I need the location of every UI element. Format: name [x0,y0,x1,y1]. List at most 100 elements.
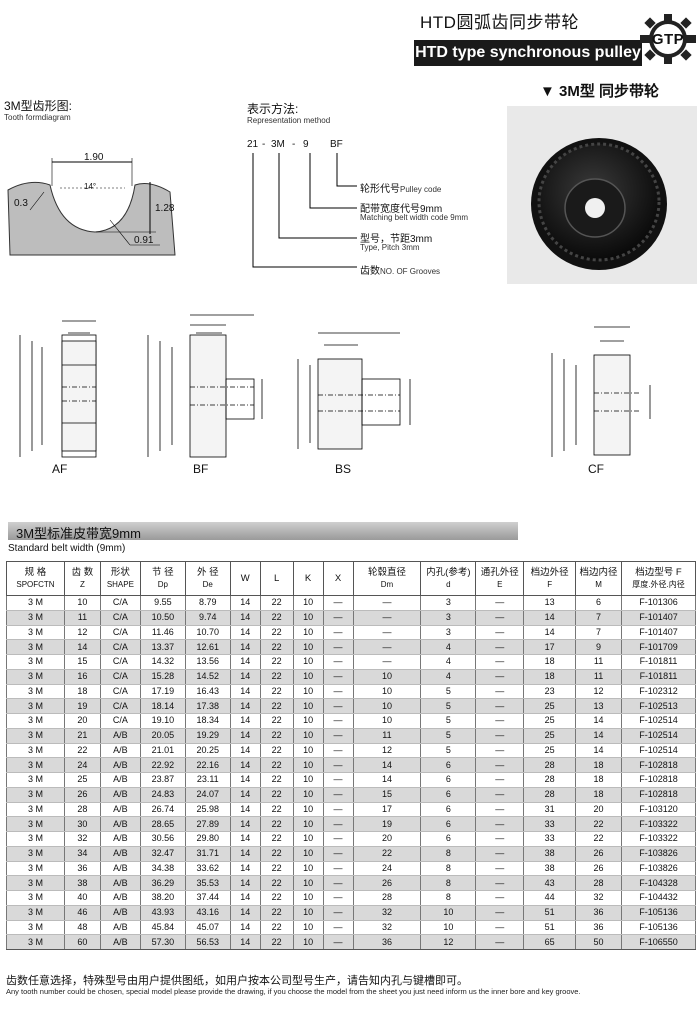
table-cell: 10 [292,816,324,832]
table-cell: A/B [99,743,141,759]
table-cell: 8 [420,875,477,891]
table-cell: 43.93 [139,905,186,921]
table-cell: F-103322 [620,816,697,832]
table-cell: 14.52 [184,669,231,685]
table-cell: 26 [63,787,101,803]
table-cell: 3 M [6,890,65,906]
table-cell: 15 [63,654,101,670]
table-cell: 22 [259,595,294,611]
table-cell: 24.07 [184,787,231,803]
table-cell: 3 M [6,816,65,832]
table-cell: 12 [420,934,477,950]
table-cell: — [352,595,422,611]
table-cell: A/B [99,934,141,950]
table-cell: 3 M [6,625,65,641]
table-cell: 15.28 [139,669,186,685]
table-cell: — [322,905,354,921]
table-cell: — [475,639,525,655]
table-cell: 10 [292,802,324,818]
tooth-title-cn: 3M型齿形图: [4,99,73,113]
table-cell: 3 M [6,743,65,759]
table-cell: 14 [229,772,261,788]
table-cell: — [475,610,525,626]
table-cell: 33 [523,816,577,832]
table-cell: 32.47 [139,846,186,862]
table-cell: 10 [292,595,324,611]
table-cell: C/A [99,654,141,670]
table-cell: 8.79 [184,595,231,611]
table-cell: — [322,639,354,655]
table-cell: — [475,743,525,759]
table-cell: 10 [292,757,324,773]
table-cell: 20.25 [184,743,231,759]
column-header: L [259,561,294,596]
table-cell: 22 [259,920,294,936]
table-cell: 10 [292,713,324,729]
table-cell: 10 [63,595,101,611]
page-title-cn: HTD圆弧齿同步带轮 [420,13,579,32]
table-cell: — [322,743,354,759]
table-cell: 13.56 [184,654,231,670]
table-cell: — [475,669,525,685]
table-title-bar: 3M型标准皮带宽9mm [8,522,518,541]
table-cell: — [475,861,525,877]
table-cell: 14 [229,934,261,950]
table-cell: — [475,934,525,950]
table-cell: — [475,772,525,788]
table-cell: 10 [352,698,422,714]
table-cell: 22 [259,861,294,877]
table-cell: 14 [229,639,261,655]
table-cell: C/A [99,684,141,700]
column-header-cn: 节 径 [152,566,174,578]
table-cell: 10 [292,654,324,670]
table-cell: 3 M [6,698,65,714]
table-cell: 20 [352,831,422,847]
dim-angle: 14° [84,182,97,191]
table-title: 3M型标准皮带宽9mm [16,526,141,541]
table-cell: F-101306 [620,595,697,611]
dim-0-91: 0.91 [134,235,154,246]
table-cell: 28 [523,757,577,773]
column-header-cn: 形状 [110,566,130,578]
table-cell: — [475,920,525,936]
table-cell: 14 [575,743,622,759]
table-cell: 13.37 [139,639,186,655]
table-cell: — [322,787,354,803]
tooth-title-en: Tooth formdiagram [4,113,71,122]
table-cell: 36 [575,905,622,921]
table-cell: — [475,875,525,891]
table-cell: 22 [352,846,422,862]
column-header-cn: K [304,572,312,584]
table-cell: 3 M [6,654,65,670]
table-cell: 17.19 [139,684,186,700]
table-cell: — [322,846,354,862]
table-cell: 6 [420,787,477,803]
table-cell: 44 [523,890,577,906]
table-cell: 26 [575,861,622,877]
table-cell: 60 [63,934,101,950]
table-cell: 22 [259,772,294,788]
table-cell: F-106550 [620,934,697,950]
code-width: 9 [303,139,309,150]
table-cell: A/B [99,875,141,891]
table-cell: 6 [420,831,477,847]
code-shape: BF [330,139,343,150]
column-header-cn: 档边外径 [530,566,569,578]
shape-label-cf: CF [588,462,604,476]
table-cell: 10 [292,728,324,744]
code-dash-1: - [262,139,266,150]
table-cell: 14 [229,713,261,729]
table-cell: 22 [259,669,294,685]
table-cell: — [322,713,354,729]
table-cell: 14 [229,654,261,670]
column-header-cn: 齿 数 [71,566,94,578]
shape-af-drawing [19,320,97,458]
table-cell: 3 M [6,669,65,685]
column-header-en: F [547,579,553,589]
